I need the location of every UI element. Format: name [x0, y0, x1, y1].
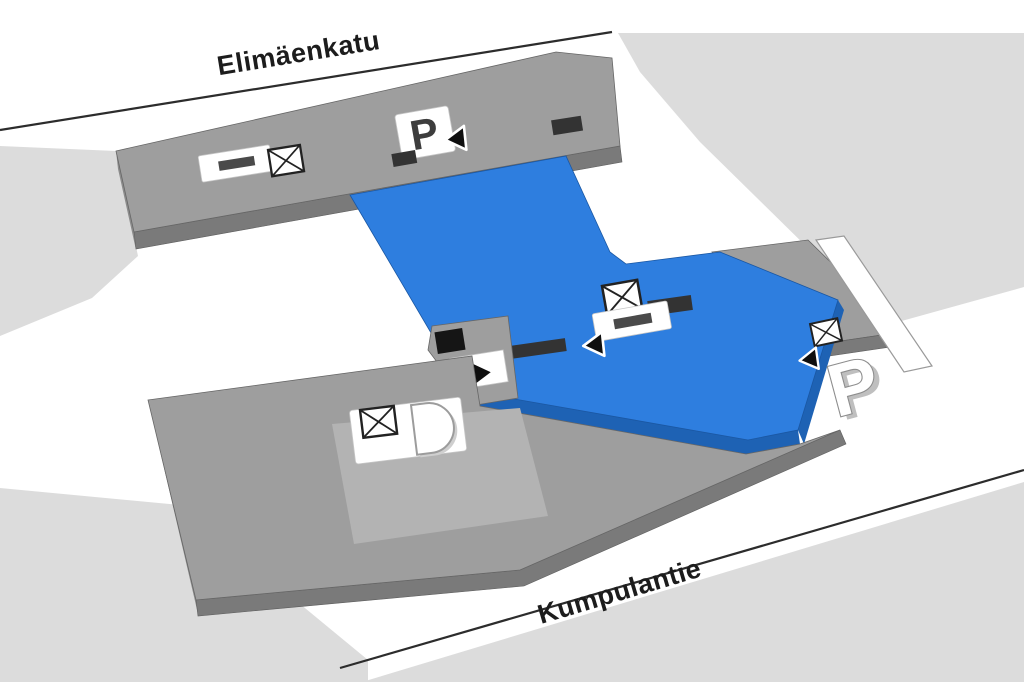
parking-tile: [394, 105, 456, 161]
building-highlighted-front-face: [428, 338, 800, 454]
ground-areas: [0, 33, 1024, 682]
ground-area: [0, 146, 138, 336]
building-south[interactable]: [147, 355, 847, 617]
street-edge-line: [0, 30, 613, 132]
door-slot-icon: [391, 150, 418, 167]
parking-ramp-p-icon: P: [819, 340, 888, 433]
parking-ramp-icon: [409, 402, 455, 456]
elevator-icon: [266, 143, 306, 178]
ground-area: [362, 482, 1024, 682]
building-north-roof: [115, 51, 621, 233]
elevator-icon: [809, 317, 844, 348]
street-edge-line: [339, 468, 1024, 670]
door-slot-icon: [551, 115, 584, 136]
dark-door-icon: [434, 327, 466, 355]
ground-area: [618, 33, 1024, 322]
parking-p-group: P: [391, 105, 456, 167]
ground-area: [0, 488, 368, 682]
elevator-icon: [358, 404, 399, 439]
door-slot-icon: [509, 338, 567, 359]
building-north-left-face: [116, 151, 136, 250]
ramp-road: [814, 235, 933, 373]
